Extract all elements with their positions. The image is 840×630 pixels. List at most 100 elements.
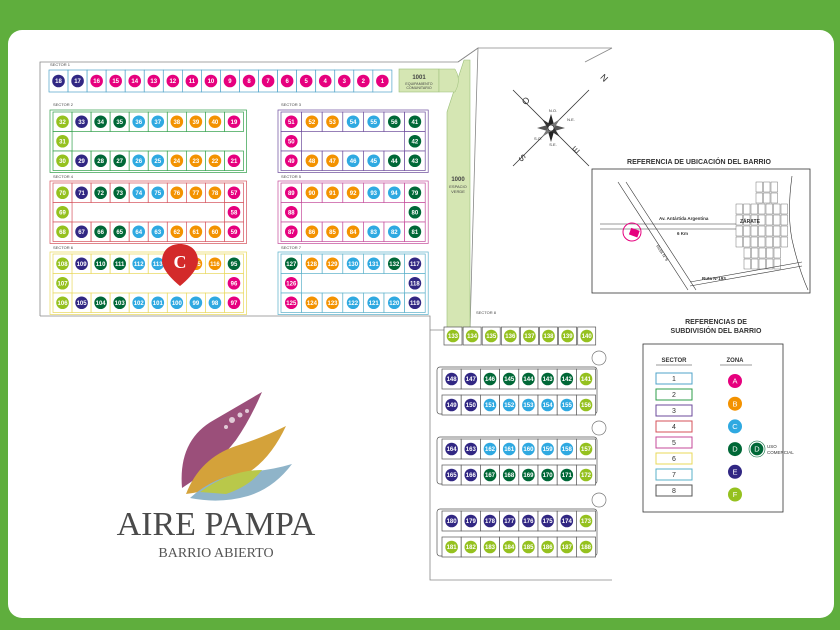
lot-number-51: 51: [288, 120, 295, 126]
lot-number-84: 84: [350, 230, 357, 236]
town-block: [755, 192, 763, 204]
zone-dot-40: [208, 115, 222, 129]
lot-number-161: 161: [504, 447, 515, 453]
zone-dot-89: [285, 186, 298, 200]
lot-number-47: 47: [329, 159, 336, 165]
town-block: [750, 203, 758, 215]
lot-number-147: 147: [466, 377, 477, 383]
zone-dot-67: [75, 225, 88, 239]
zone-dot-112: [132, 257, 146, 271]
zone-dot-179: [464, 514, 478, 528]
zone-dot-70: [56, 186, 69, 200]
sector-7-label: SECTOR 7: [281, 245, 302, 250]
lot-number-171: 171: [562, 473, 573, 479]
lot-number-87: 87: [288, 230, 295, 236]
lot-number-100: 100: [172, 301, 183, 307]
town-block: [765, 225, 773, 237]
zone-dot-138: [542, 329, 555, 343]
lot-number-90: 90: [309, 191, 316, 197]
lot-number-14: 14: [131, 79, 138, 85]
town-block: [765, 203, 773, 215]
zone-dot-7: [261, 74, 275, 88]
legend-sector-swatch-8: [655, 484, 693, 497]
lot-number-116: 116: [210, 262, 220, 268]
zone-dot-72: [94, 186, 107, 200]
zone-dot-176: [522, 514, 535, 528]
lot-number-48: 48: [309, 159, 316, 165]
town-block: [780, 214, 788, 226]
zone-dot-164: [445, 442, 458, 456]
lot-number-125: 125: [286, 301, 297, 307]
legend-sector-5: 5: [672, 440, 676, 447]
lot-number-140: 140: [582, 334, 593, 340]
zone-dot-41: [408, 115, 422, 129]
sector-3-label: SECTOR 3: [281, 102, 302, 107]
lot-number-164: 164: [447, 447, 458, 453]
zone-dot-28: [94, 154, 107, 168]
compass-s: S: [516, 152, 527, 163]
zone-dot-102: [132, 296, 146, 310]
town-block: [735, 225, 743, 237]
zone-dot-152: [502, 398, 516, 412]
lot-number-23: 23: [193, 159, 200, 165]
barrio-location-circle: [622, 222, 642, 242]
town-block: [763, 192, 771, 204]
lot-number-172: 172: [581, 473, 592, 479]
lot-number-29: 29: [78, 159, 85, 165]
town-block: [758, 203, 766, 215]
zone-dot-139: [561, 329, 574, 343]
lot-number-58: 58: [231, 210, 238, 216]
zone-dot-126: [285, 276, 298, 290]
legend-sector-2: 2: [672, 392, 676, 399]
lot-number-176: 176: [523, 519, 534, 525]
town-block: [773, 203, 781, 215]
lot-1000-green-space[interactable]: [446, 59, 471, 331]
zone-dot-44: [388, 154, 401, 168]
zone-dot-111: [113, 257, 126, 271]
zone-dot-145: [502, 372, 516, 386]
zone-dot-122: [346, 296, 360, 310]
lot-number-44: 44: [391, 159, 398, 165]
town-block: [773, 225, 781, 237]
zone-dot-121: [367, 296, 381, 310]
lot-number-187: 187: [562, 545, 573, 551]
lot-number-30: 30: [59, 159, 66, 165]
legend-zone-D: D: [732, 445, 738, 454]
zone-dot-47: [326, 154, 339, 168]
city-label: ZÁRATE: [740, 218, 761, 225]
lot-number-3: 3: [343, 79, 347, 85]
legend-zone-E: E: [732, 467, 737, 476]
town-block: [751, 258, 759, 270]
zone-dot-163: [464, 442, 478, 456]
lot-number-82: 82: [391, 230, 398, 236]
zone-dot-57: [227, 186, 241, 200]
zone-dot-24: [170, 154, 184, 168]
zone-dot-123: [326, 296, 339, 310]
lot-number-60: 60: [212, 230, 219, 236]
lot-1000-label-2: VERDE: [451, 189, 465, 194]
zone-dot-103: [113, 296, 126, 310]
zone-dot-162: [483, 442, 497, 456]
zone-dot-106: [56, 296, 69, 310]
zone-dot-158: [560, 442, 574, 456]
zone-dot-141: [579, 372, 593, 386]
zone-dot-14: [128, 74, 142, 88]
zone-dot-110: [94, 257, 107, 271]
sector-4-label: SECTOR 4: [53, 174, 74, 179]
zone-dot-27: [113, 154, 126, 168]
location-pin[interactable]: C: [162, 244, 198, 286]
zone-dot-92: [346, 186, 360, 200]
lot-number-127: 127: [286, 262, 297, 268]
town-block: [743, 214, 751, 226]
zone-dot-61: [189, 225, 203, 239]
town-block: [773, 236, 781, 248]
town-block: [770, 192, 778, 204]
sector-1-label: SECTOR 1: [50, 62, 71, 67]
lot-number-41: 41: [412, 120, 419, 126]
compass-e: E: [570, 144, 581, 155]
lot-number-19: 19: [231, 120, 238, 126]
lot-number-5: 5: [305, 79, 309, 85]
